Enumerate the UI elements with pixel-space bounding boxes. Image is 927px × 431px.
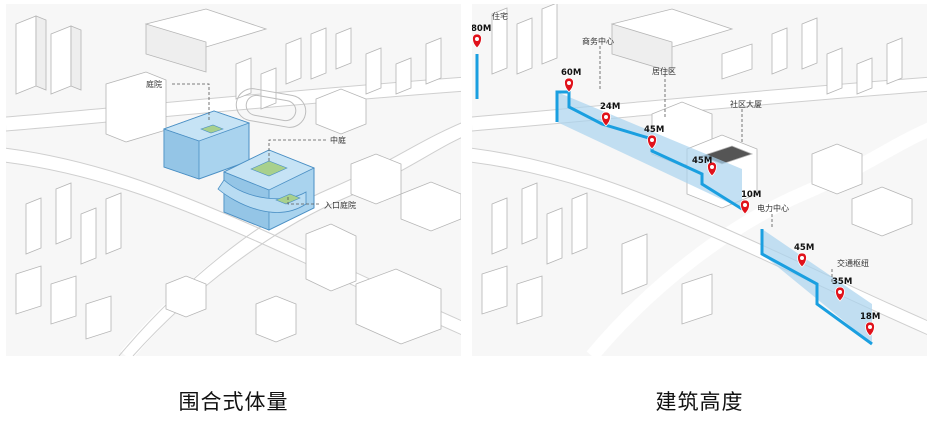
height-label: 45M	[692, 156, 712, 166]
height-label: 45M	[794, 243, 814, 253]
height-label: 45M	[644, 125, 664, 135]
label-business-center: 商务中心	[582, 36, 614, 46]
height-marker-80m: 80M	[472, 24, 491, 49]
caption-building-height: 建筑高度	[655, 390, 744, 414]
height-label: 80M	[472, 24, 491, 34]
height-marker-60m: 60M	[561, 68, 581, 93]
label-power-center: 电力中心	[757, 203, 789, 213]
label-residential-district: 居住区	[652, 66, 676, 76]
label-atrium: 中庭	[330, 135, 346, 145]
height-label: 35M	[832, 277, 852, 287]
label-community-tower: 社区大厦	[730, 99, 762, 109]
height-label: 24M	[600, 102, 620, 112]
caption-enclosed-massing: 围合式体量	[178, 390, 289, 414]
building-height-diagram: 住宅 商务中心 居住区 社区大厦 电力中心 交通枢纽 80M 60M 24M 4…	[472, 4, 927, 356]
height-marker-35m: 35M	[832, 277, 852, 302]
massing-block-south	[217, 149, 315, 231]
label-courtyard: 庭院	[146, 79, 162, 89]
height-marker-10m: 10M	[740, 190, 761, 215]
leader-lines	[171, 83, 326, 205]
height-marker-18m: 18M	[860, 312, 880, 337]
label-entrance-courtyard: 入口庭院	[324, 200, 356, 210]
height-marker-24m: 24M	[600, 102, 620, 127]
height-label: 60M	[561, 68, 581, 78]
building-height-panel: 住宅 商务中心 居住区 社区大厦 电力中心 交通枢纽 80M 60M 24M 4…	[472, 4, 927, 356]
height-label: 10M	[741, 190, 761, 200]
road-edges	[6, 76, 461, 356]
height-marker-45m-a: 45M	[644, 125, 664, 150]
height-label: 18M	[860, 312, 880, 322]
massing-diagram-panel: 庭院 中庭 入口庭院	[6, 4, 461, 356]
context-buildings	[15, 8, 461, 345]
leader-lines	[599, 46, 833, 284]
height-marker-45m-c: 45M	[794, 243, 814, 268]
label-residential: 住宅	[492, 11, 508, 21]
sports-field	[235, 88, 307, 128]
height-marker-45m-b: 45M	[692, 156, 717, 177]
massing-diagram: 庭院 中庭 入口庭院	[6, 8, 461, 356]
massing-block-north	[162, 110, 251, 180]
label-transport-hub: 交通枢纽	[837, 258, 869, 268]
